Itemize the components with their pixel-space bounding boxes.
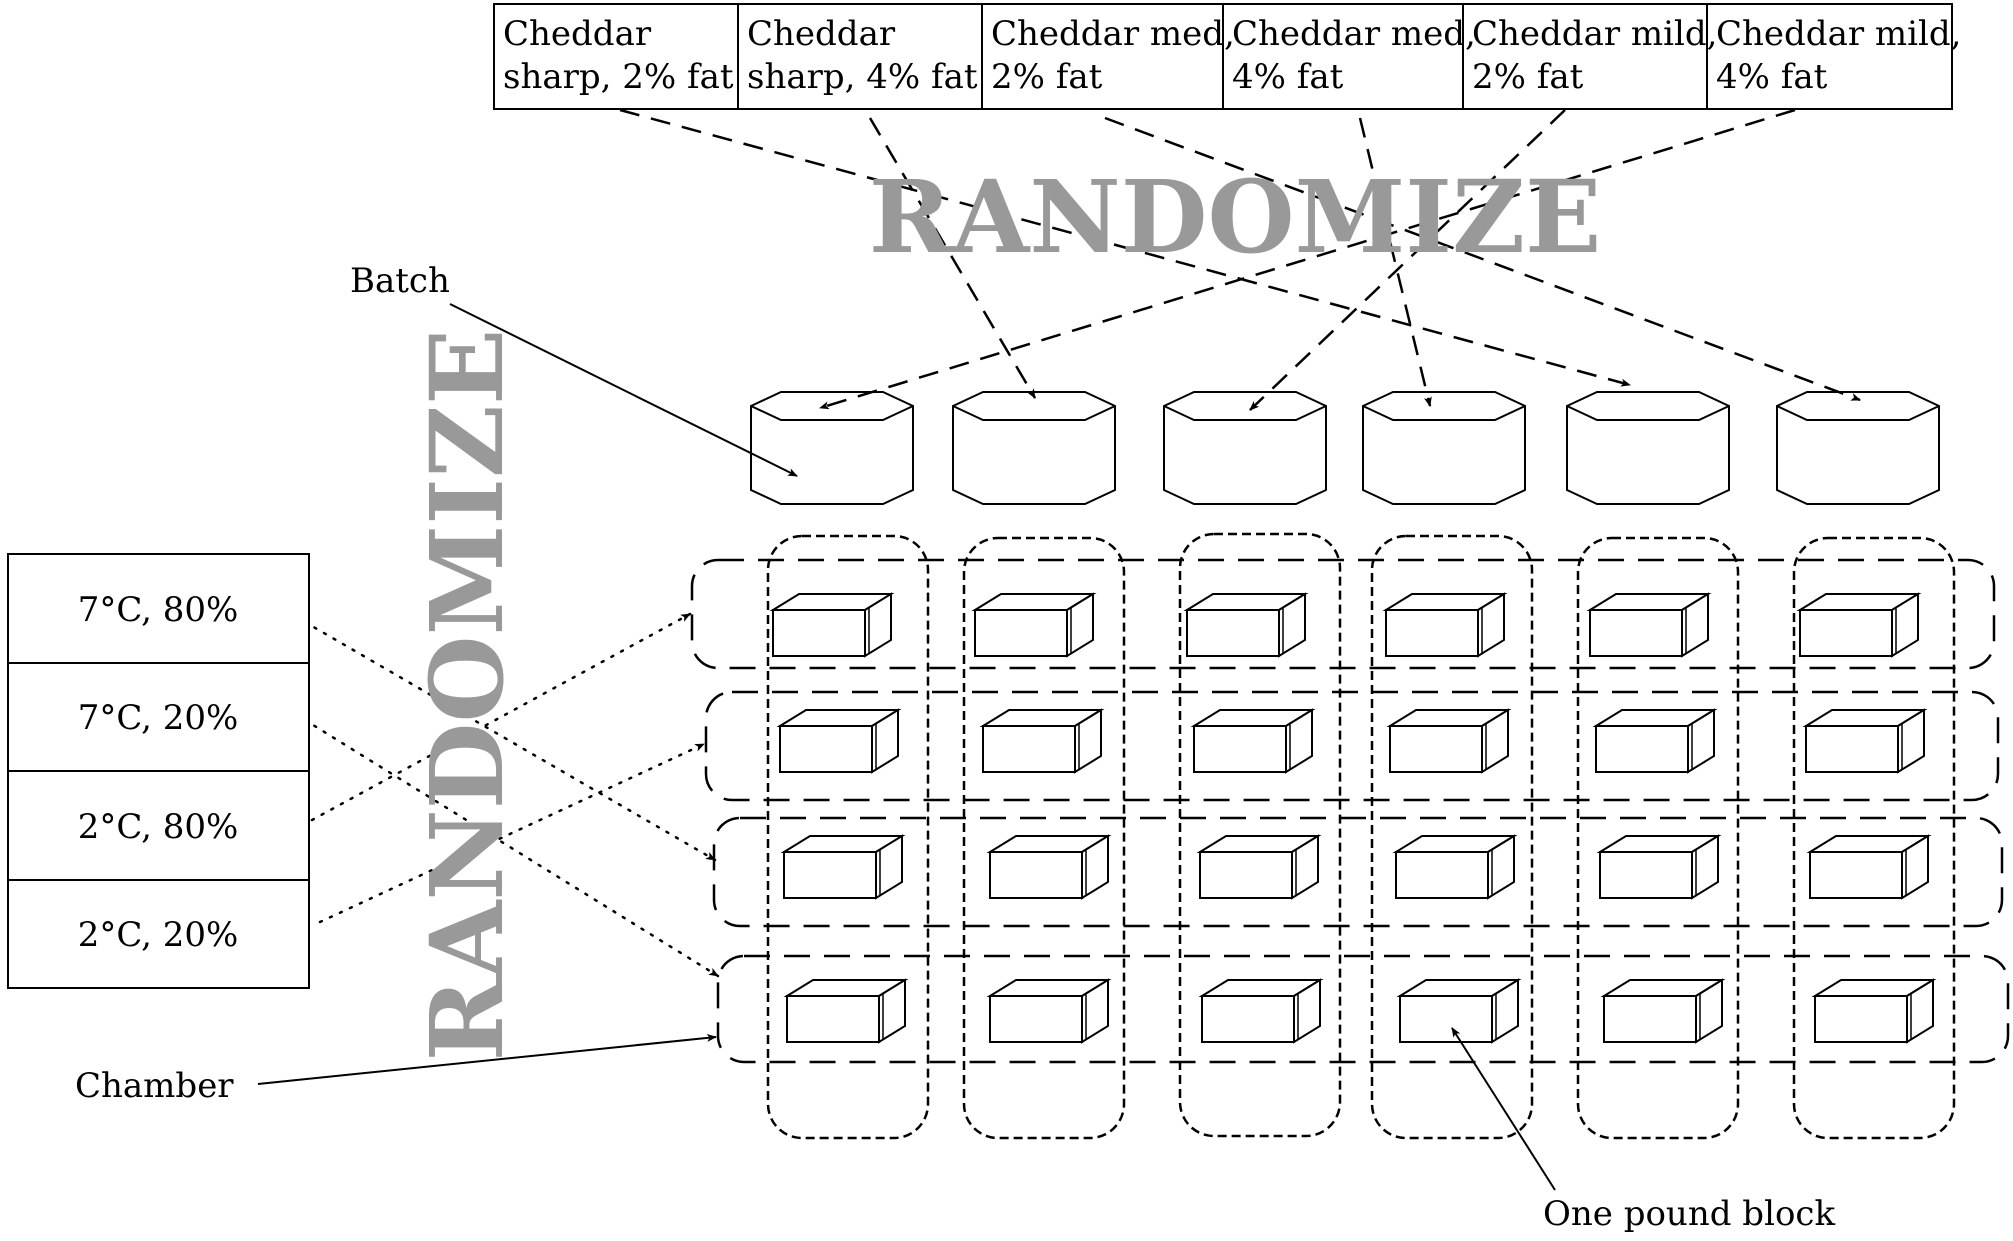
treatment-cell: Cheddar med, 4% fat <box>1232 14 1476 97</box>
cheese-block <box>1596 834 1722 900</box>
cheese-block <box>1392 834 1518 900</box>
treatment-line-2: sharp, 2% fat <box>503 57 734 97</box>
assignment-line <box>318 742 706 924</box>
batch-column <box>962 536 1126 1140</box>
treatment-line-1: Cheddar mild, <box>1716 14 1961 54</box>
batch-column <box>766 534 930 1140</box>
condition-label: 7°C, 20% <box>78 698 239 738</box>
treatment-line-1: Cheddar <box>747 14 896 54</box>
cheese-block <box>1802 708 1928 774</box>
treatment-cell: Cheddar med, 2% fat <box>991 14 1235 97</box>
assignment-line <box>303 620 717 862</box>
treatment-line-2: 4% fat <box>1232 57 1344 97</box>
block-callout: One pound block <box>1451 1027 1835 1234</box>
cheese-block <box>1796 592 1922 658</box>
treatment-table: Cheddar sharp, 2% fat Cheddar sharp, 4% … <box>493 3 1961 110</box>
chamber-callout: Chamber <box>75 1033 717 1106</box>
cheese-block <box>1806 834 1932 900</box>
batch-cylinder <box>1163 391 1327 505</box>
block-label: One pound block <box>1543 1194 1835 1234</box>
cheese-block <box>986 834 1112 900</box>
batch-columns <box>766 532 1956 1140</box>
treatment-line-1: Cheddar med, <box>991 14 1235 54</box>
condition-label: 7°C, 80% <box>78 590 239 630</box>
cheese-block <box>971 592 1097 658</box>
batch-column <box>1576 536 1740 1140</box>
chamber-row <box>690 558 1996 670</box>
treatment-line-2: sharp, 4% fat <box>747 57 978 97</box>
cheese-block <box>769 592 895 658</box>
treatment-line-2: 2% fat <box>991 57 1103 97</box>
cheese-block <box>1811 978 1937 1044</box>
assignment-line <box>1358 117 1432 407</box>
cheese-block <box>776 708 902 774</box>
batch-cylinder <box>1362 391 1526 505</box>
cheese-block <box>1196 834 1322 900</box>
chamber-row <box>716 954 2010 1064</box>
batch-cylinder <box>750 391 914 505</box>
cheese-block <box>783 978 909 1044</box>
batch-cylinder <box>1776 391 1940 505</box>
batch-cylinder <box>1566 391 1730 505</box>
batch-cylinders <box>750 391 1940 505</box>
chamber-row <box>712 816 2004 928</box>
treatment-cell: Cheddar mild, 2% fat <box>1472 14 1717 97</box>
assignment-line <box>1249 109 1566 411</box>
cheese-block <box>986 978 1112 1044</box>
cheese-block <box>1586 592 1712 658</box>
cheese-block <box>1190 708 1316 774</box>
batch-label: Batch <box>350 261 450 301</box>
treatment-cell: Cheddar mild, 4% fat <box>1716 14 1961 97</box>
treatment-cell: Cheddar sharp, 2% fat <box>503 14 734 97</box>
chamber-rows <box>690 558 2010 1064</box>
chamber-row <box>704 690 2000 802</box>
condition-label: 2°C, 80% <box>78 807 239 847</box>
treatment-line-1: Cheddar med, <box>1232 14 1476 54</box>
assignment-line <box>868 117 1037 399</box>
cheese-block <box>1198 978 1324 1044</box>
condition-label: 2°C, 20% <box>78 915 239 955</box>
assignment-line <box>303 718 720 978</box>
randomize-top-label: RANDOMIZE <box>869 158 1602 276</box>
batch-column <box>1178 532 1342 1138</box>
treatment-line-1: Cheddar <box>503 14 652 54</box>
cheese-block <box>1592 708 1718 774</box>
treatment-line-2: 2% fat <box>1472 57 1584 97</box>
cheese-block <box>1382 592 1508 658</box>
assignment-line <box>1104 116 1861 402</box>
treatment-assignment-lines <box>619 108 1861 411</box>
assignment-line <box>819 108 1796 410</box>
batch-column <box>1370 534 1534 1140</box>
treatment-line-1: Cheddar mild, <box>1472 14 1717 54</box>
condition-table: 7°C, 80% 7°C, 20% 2°C, 80% 2°C, 20% <box>7 553 310 989</box>
cheese-block <box>1183 592 1309 658</box>
assignment-line <box>619 108 1631 387</box>
chamber-label: Chamber <box>75 1066 234 1106</box>
treatment-cell: Cheddar sharp, 4% fat <box>747 14 978 97</box>
cheese-block <box>1396 978 1522 1044</box>
batch-cylinder <box>952 391 1116 505</box>
cheese-block <box>979 708 1105 774</box>
cheese-block <box>1600 978 1726 1044</box>
cheese-block <box>780 834 906 900</box>
condition-assignment-lines <box>303 612 720 978</box>
batch-callout: Batch <box>350 261 798 477</box>
cheese-block <box>1386 708 1512 774</box>
treatment-line-2: 4% fat <box>1716 57 1828 97</box>
randomize-side-label: RANDOMIZE <box>408 329 526 1062</box>
cheese-blocks <box>769 592 1937 1044</box>
batch-column <box>1792 536 1956 1140</box>
